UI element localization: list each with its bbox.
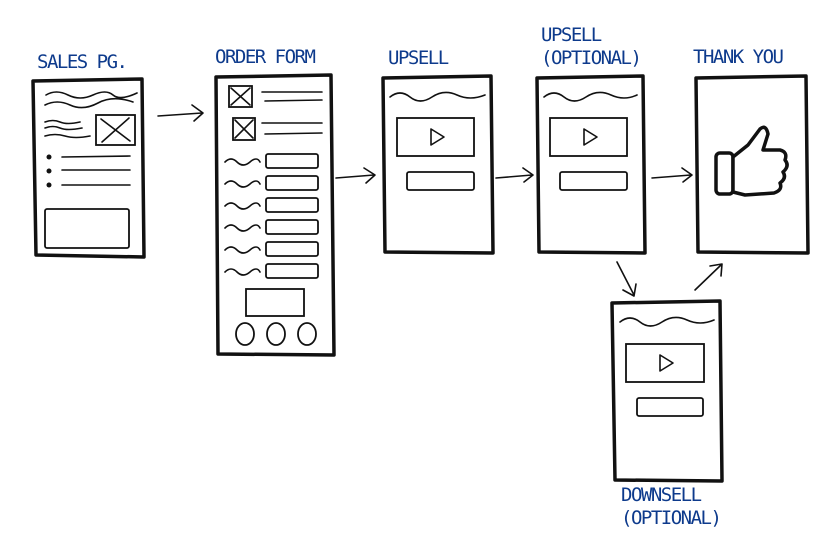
arrow-icon — [616, 261, 637, 297]
upsell-frame — [381, 74, 495, 255]
stage-upsell-optional: UPSELL (OPTIONAL) — [535, 24, 647, 255]
arrow-icon — [495, 167, 534, 183]
payment-icons — [235, 322, 317, 346]
upsell-optional-label-line1: UPSELL — [541, 24, 602, 46]
play-icon — [659, 354, 674, 372]
downsell-frame — [610, 299, 724, 483]
downsell-label-line1: DOWNSELL — [621, 484, 702, 506]
stage-upsell: UPSELL — [381, 47, 495, 255]
upsell-optional-label-line2: (OPTIONAL) — [541, 47, 640, 69]
sales-page-label: SALES PG. — [37, 51, 126, 73]
cta-box — [636, 397, 704, 417]
cta-box — [559, 171, 628, 191]
submit-box — [245, 288, 305, 317]
cta-box — [406, 171, 475, 191]
upsell-optional-frame — [535, 74, 647, 255]
checkbox-checked-icon — [232, 117, 323, 141]
order-form-frame — [214, 73, 336, 357]
order-form-label: ORDER FORM — [215, 46, 315, 68]
stage-downsell: DOWNSELL (OPTIONAL) — [610, 299, 724, 529]
thank-you-label: THANK YOU — [693, 46, 784, 68]
video-player — [396, 117, 475, 157]
headline-scribble — [619, 316, 715, 327]
play-icon — [430, 128, 445, 146]
thumbs-up-icon — [714, 125, 789, 197]
image-placeholder-icon — [95, 114, 136, 146]
stage-sales-page: SALES PG. — [31, 51, 146, 259]
upsell-label: UPSELL — [388, 47, 449, 69]
arrow-icon — [335, 167, 376, 184]
checkbox-checked-icon — [228, 85, 323, 108]
bullet-list — [46, 154, 131, 188]
video-player — [625, 343, 705, 383]
stage-order-form: ORDER FORM — [214, 46, 336, 357]
headline-scribble — [44, 91, 138, 109]
video-player — [549, 117, 628, 157]
arrow-icon — [157, 104, 204, 122]
headline-scribble — [543, 91, 638, 102]
cta-box — [44, 208, 130, 249]
stage-thank-you: THANK YOU — [693, 46, 810, 255]
arrow-icon — [651, 167, 693, 183]
headline-scribble — [389, 91, 486, 102]
play-icon — [583, 128, 598, 146]
text-scribble — [44, 119, 91, 139]
arrow-icon — [694, 263, 723, 291]
form-fields — [224, 153, 319, 279]
downsell-label-line2: (OPTIONAL) — [621, 507, 720, 529]
